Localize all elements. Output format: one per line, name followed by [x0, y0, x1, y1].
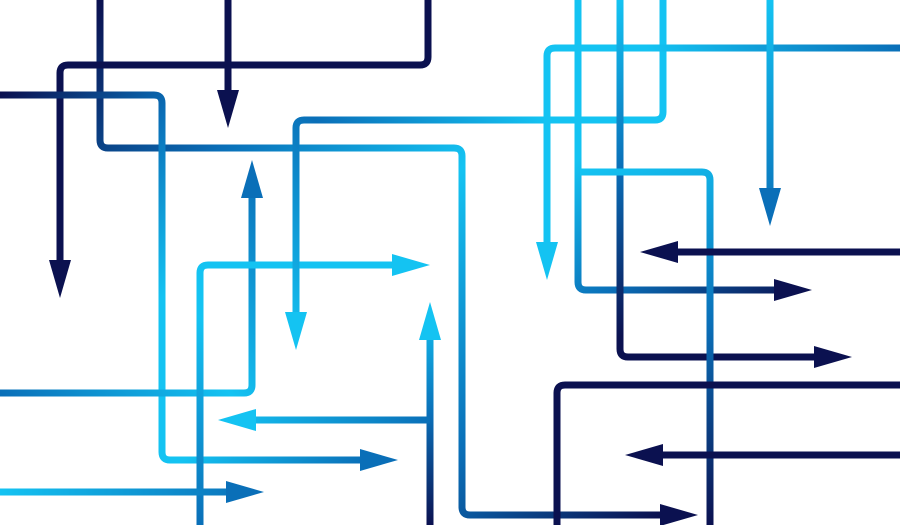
arrow-line-10	[292, 0, 667, 318]
arrow-line-12	[574, 0, 780, 294]
arrow-line-16-arrowhead-icon	[640, 241, 678, 263]
arrow-line-6	[196, 261, 400, 525]
arrow-line-18-arrowhead-icon	[625, 444, 663, 466]
arrow-line-13-arrowhead-icon	[814, 346, 852, 368]
arrow-line-4	[0, 91, 365, 464]
arrow-line-1-arrowhead-icon	[660, 504, 698, 525]
arrow-line-15-arrowhead-icon	[759, 188, 781, 226]
arrow-line-12-arrowhead-icon	[774, 279, 812, 301]
arrow-line-11-arrowhead-icon	[536, 242, 558, 280]
arrow-line-5	[0, 195, 256, 397]
arrow-line-2-arrowhead-icon	[49, 260, 71, 298]
arrow-line-13	[616, 0, 820, 361]
arrow-line-4-arrowhead-icon	[360, 449, 398, 471]
arrow-line-6-arrowhead-icon	[392, 254, 430, 276]
arrow-line-5-arrowhead-icon	[241, 160, 263, 198]
arrow-line-11	[543, 44, 900, 248]
arrow-line-2	[56, 0, 432, 262]
arrow-line-8-arrowhead-icon	[419, 302, 441, 340]
arrow-line-7-arrowhead-icon	[226, 481, 264, 503]
arrow-line-17	[553, 381, 900, 525]
arrow-line-14	[580, 168, 714, 525]
arrow-line-3-arrowhead-icon	[217, 90, 239, 128]
arrow-line-9-arrowhead-icon	[218, 409, 256, 431]
arrow-line-1	[96, 0, 665, 519]
arrow-line-10-arrowhead-icon	[285, 312, 307, 350]
